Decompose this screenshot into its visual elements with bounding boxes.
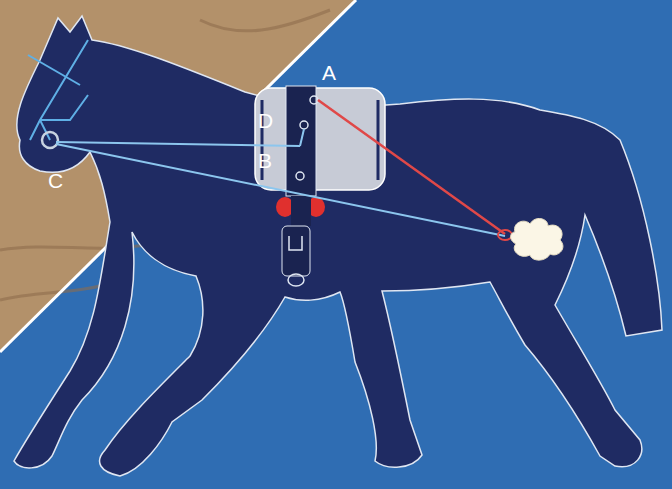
side-rein: [300, 129, 304, 146]
horse-silhouette: [14, 16, 662, 476]
sheepskin-pad: [511, 218, 563, 260]
girth-strap: [291, 196, 311, 226]
ring-d: [300, 121, 308, 129]
callout-letter: A: [322, 62, 336, 83]
side-rein: [56, 142, 300, 146]
rope-ring: [498, 230, 512, 240]
bridle: [28, 40, 88, 140]
pad-trim: [262, 100, 378, 180]
callout-letter: B: [258, 150, 272, 171]
ring-b: [296, 172, 304, 180]
bit-ring: [42, 132, 58, 148]
callout-letter: C: [48, 170, 63, 191]
buckle: [289, 236, 302, 250]
girth-ring: [288, 274, 304, 286]
callout-letter: D: [258, 110, 273, 131]
girth: [282, 226, 310, 276]
breeching-rope: [318, 100, 505, 234]
saddle-pad: [255, 88, 385, 190]
lunge-line: [56, 144, 505, 236]
ring-a: [310, 96, 318, 104]
